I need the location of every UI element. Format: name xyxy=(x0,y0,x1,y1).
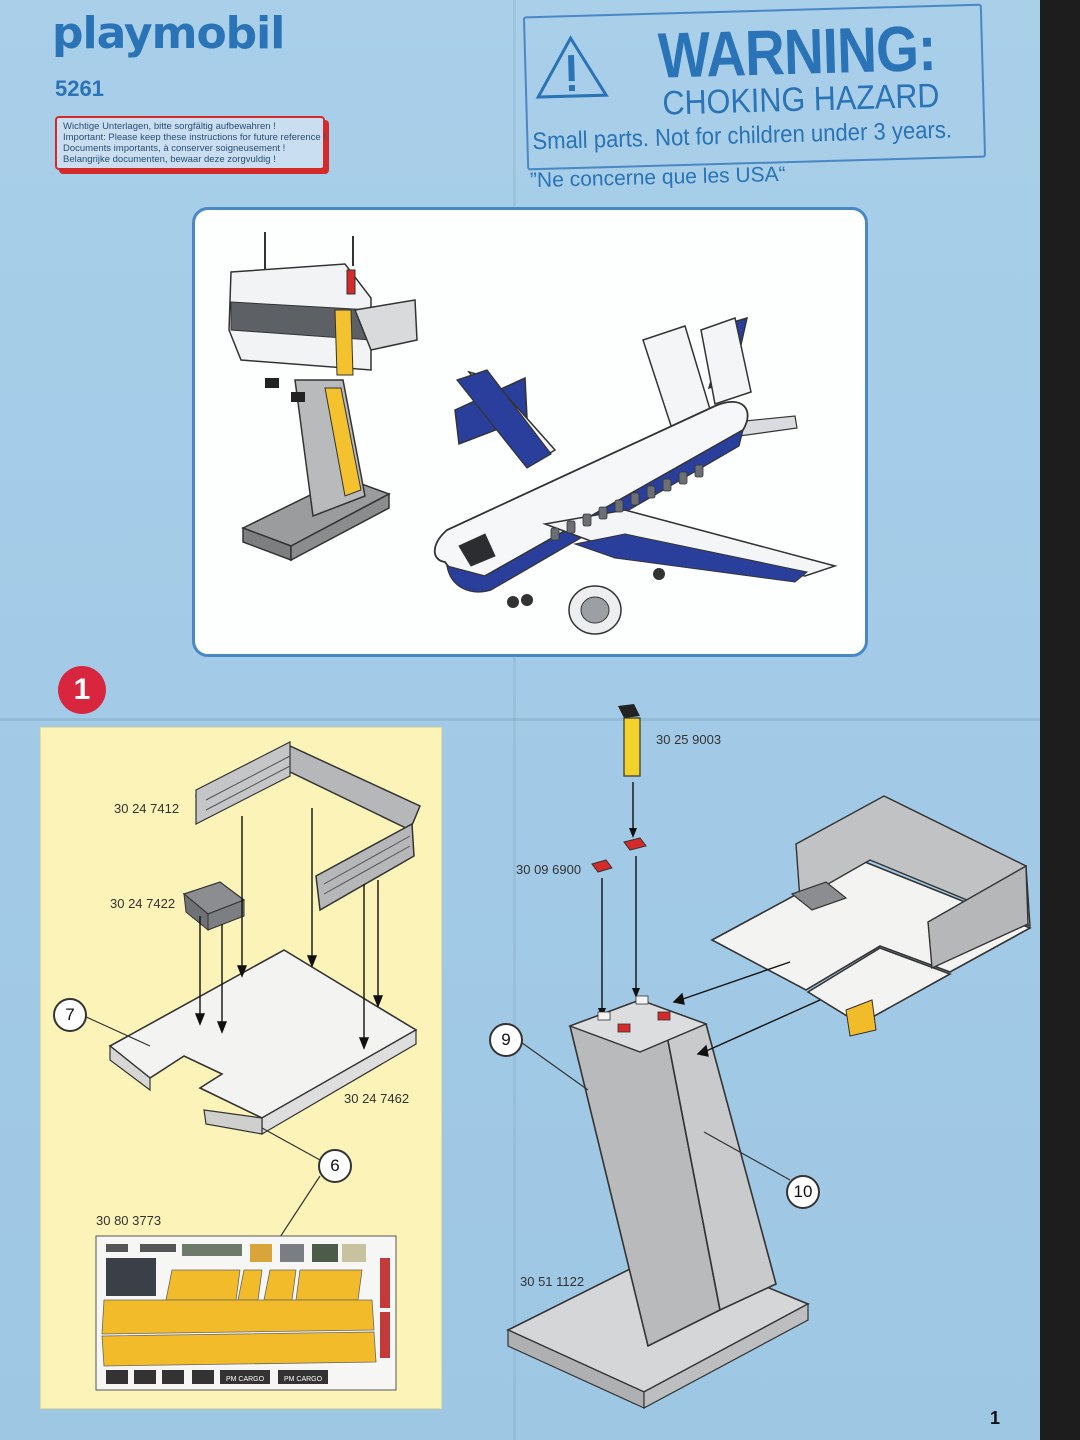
console-part xyxy=(182,881,246,932)
notice-line-nl: Belangrijke documenten, bewaar deze zorg… xyxy=(63,154,276,165)
control-tower-illustration xyxy=(228,232,418,562)
callout-9: 9 xyxy=(489,1023,523,1057)
warning-triangle-icon xyxy=(535,35,609,99)
notice-line-fr: Documents importants, à conserver soigne… xyxy=(63,143,286,154)
part-number-railing: 30 24 7412 xyxy=(114,801,180,816)
part-number-sticker-sheet: 30 80 3773 xyxy=(96,1213,162,1228)
part-number-platform: 30 24 7462 xyxy=(344,1091,410,1106)
fold-line-horizontal xyxy=(0,718,1040,721)
step-number-badge: 1 xyxy=(58,666,106,714)
callout-7: 7 xyxy=(53,998,87,1032)
part-number-antenna: 30 25 9003 xyxy=(656,732,722,747)
stud-parts xyxy=(591,837,647,873)
keep-instructions-notice: Wichtige Unterlagen, bitte sorgfältig au… xyxy=(55,116,326,170)
sticker-sheet-part xyxy=(95,1235,397,1391)
antenna-part xyxy=(618,704,641,838)
part-number-console: 30 24 7422 xyxy=(110,896,176,911)
product-illustration-panel xyxy=(192,207,868,657)
tower-and-airplane-illustration xyxy=(228,232,838,635)
sticker-label-cargo-b: PM CARGO xyxy=(284,1376,323,1383)
fold-line-vertical xyxy=(513,0,516,1440)
part-number-tower-base: 30 51 1122 xyxy=(520,1274,585,1289)
sticker-label-cargo-a: PM CARGO xyxy=(226,1376,265,1383)
tower-pillar-part xyxy=(506,995,810,1410)
railing-part xyxy=(195,741,421,912)
instruction-sheet: playmobil 5261 Wichtige Unterlagen, bitt… xyxy=(0,0,1040,1440)
page-number: 1 xyxy=(990,1408,1001,1428)
warning-box: WARNING: CHOKING HAZARD Small parts. Not… xyxy=(522,3,987,171)
playmobil-logo: playmobil xyxy=(52,8,285,59)
assembled-platform-part xyxy=(710,795,1032,1037)
notice-line-de: Wichtige Unterlagen, bitte sorgfältig au… xyxy=(63,121,276,132)
platform-part xyxy=(108,949,418,1136)
model-number: 5261 xyxy=(55,76,104,101)
assembly-diagram: PM CARGO PM CARGO xyxy=(83,704,1032,1410)
airplane-illustration xyxy=(433,316,838,635)
notice-line-en: Important: Please keep these instruction… xyxy=(63,132,326,143)
callout-6: 6 xyxy=(318,1149,352,1183)
callout-10: 10 xyxy=(786,1175,820,1209)
part-number-stud: 30 09 6900 xyxy=(516,862,582,877)
